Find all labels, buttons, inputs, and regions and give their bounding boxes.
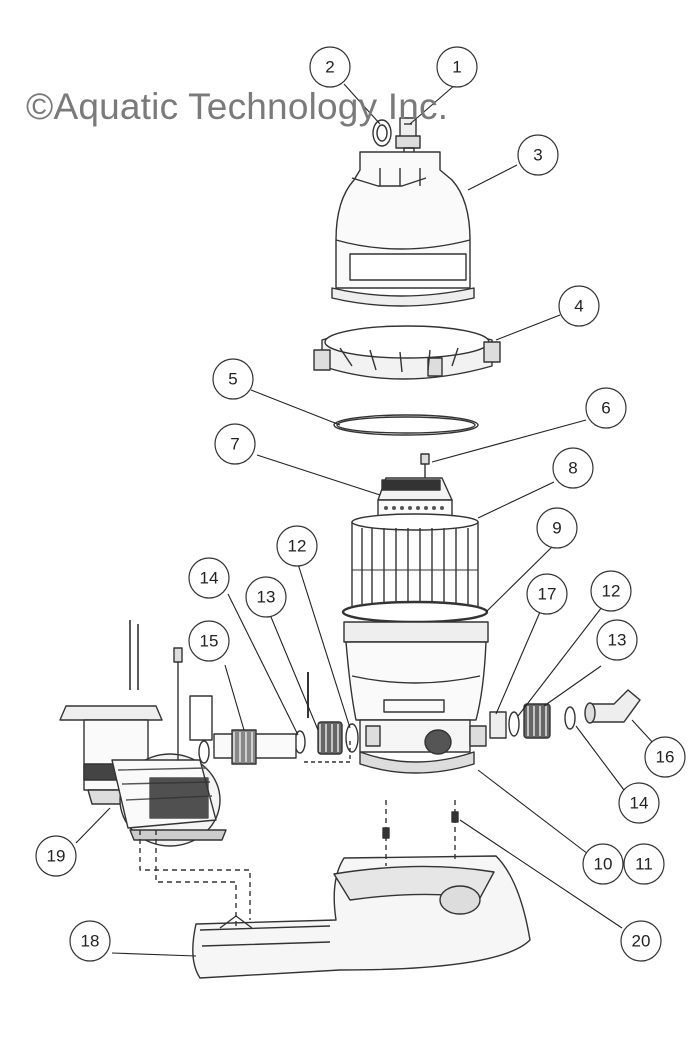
callout-13-right: 13 [596, 619, 638, 661]
body-o-ring [341, 600, 489, 624]
svg-text:16: 16 [656, 748, 675, 767]
svg-text:10: 10 [594, 855, 613, 874]
pump-assembly [59, 620, 227, 847]
callout-15: 15 [188, 620, 230, 662]
callout-7: 7 [214, 423, 256, 465]
tank-body [343, 621, 489, 774]
callout-12-left: 12 [276, 525, 318, 567]
callout-3: 3 [517, 134, 559, 176]
callout-markers: 1 2 3 4 5 6 7 8 9 10 11 12 12 13 13 14 1… [35, 46, 686, 962]
svg-text:19: 19 [47, 847, 66, 866]
callout-6: 6 [585, 387, 627, 429]
air-relief-valve [395, 117, 421, 165]
svg-text:12: 12 [602, 582, 621, 601]
callout-9: 9 [536, 507, 578, 549]
callout-13-left: 13 [245, 576, 287, 618]
callout-14-left: 14 [188, 557, 230, 599]
svg-text:14: 14 [630, 794, 649, 813]
callout-11: 11 [623, 843, 665, 885]
svg-text:5: 5 [228, 370, 237, 389]
svg-text:15: 15 [200, 632, 219, 651]
svg-text:17: 17 [538, 585, 557, 604]
svg-text:2: 2 [325, 58, 334, 77]
callout-19: 19 [35, 835, 77, 877]
svg-text:3: 3 [533, 146, 542, 165]
copyright-watermark: ©Aquatic Technology Inc. [26, 86, 449, 127]
pressure-gauge [372, 119, 392, 147]
svg-text:12: 12 [288, 537, 307, 556]
filter-cartridge [351, 513, 479, 611]
callout-20: 20 [620, 920, 662, 962]
leader-lines [75, 83, 656, 957]
callout-4: 4 [558, 285, 600, 327]
svg-text:14: 14 [200, 569, 219, 588]
callout-18: 18 [69, 920, 111, 962]
lock-ring [313, 325, 501, 380]
svg-text:13: 13 [257, 588, 276, 607]
tank-lid [331, 151, 475, 307]
svg-text:9: 9 [552, 519, 561, 538]
cartridge-top-manifold [377, 453, 453, 523]
right-plumbing-fittings [489, 689, 641, 739]
callout-2: 2 [309, 46, 351, 88]
callout-17: 17 [526, 573, 568, 615]
callout-5: 5 [212, 358, 254, 400]
svg-text:7: 7 [230, 435, 239, 454]
callout-16: 16 [644, 736, 686, 778]
left-plumbing-fittings [198, 672, 359, 765]
svg-text:8: 8 [568, 459, 577, 478]
svg-text:6: 6 [601, 399, 610, 418]
equipment-base [139, 800, 531, 979]
svg-text:20: 20 [632, 932, 651, 951]
tank-o-ring [333, 414, 479, 436]
callout-1: 1 [436, 46, 478, 88]
callout-14-right: 14 [618, 782, 660, 824]
callout-12-right: 12 [590, 570, 632, 612]
callout-10: 10 [582, 843, 624, 885]
svg-text:11: 11 [635, 855, 653, 874]
svg-text:1: 1 [452, 58, 461, 77]
callout-8: 8 [552, 447, 594, 489]
svg-text:18: 18 [81, 932, 100, 951]
svg-text:4: 4 [574, 297, 583, 316]
svg-text:13: 13 [608, 631, 627, 650]
